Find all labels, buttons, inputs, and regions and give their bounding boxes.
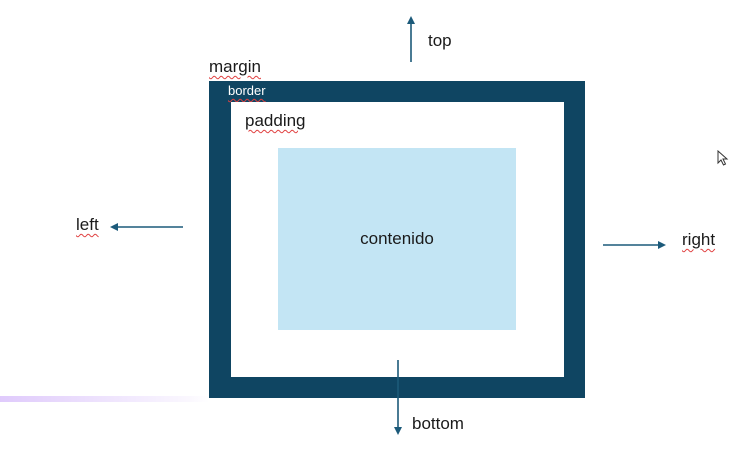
mouse-pointer-icon xyxy=(717,150,729,166)
decorative-gradient-strip xyxy=(0,396,209,402)
left-label: left xyxy=(76,215,99,234)
bottom-label: bottom xyxy=(412,414,464,433)
margin-label: margin xyxy=(209,57,261,76)
content-label: contenido xyxy=(360,229,434,248)
border-label: border xyxy=(228,83,266,98)
padding-label: padding xyxy=(245,111,306,130)
right-label: right xyxy=(682,230,716,249)
content-box: contenido xyxy=(278,148,516,330)
top-label: top xyxy=(428,31,452,50)
